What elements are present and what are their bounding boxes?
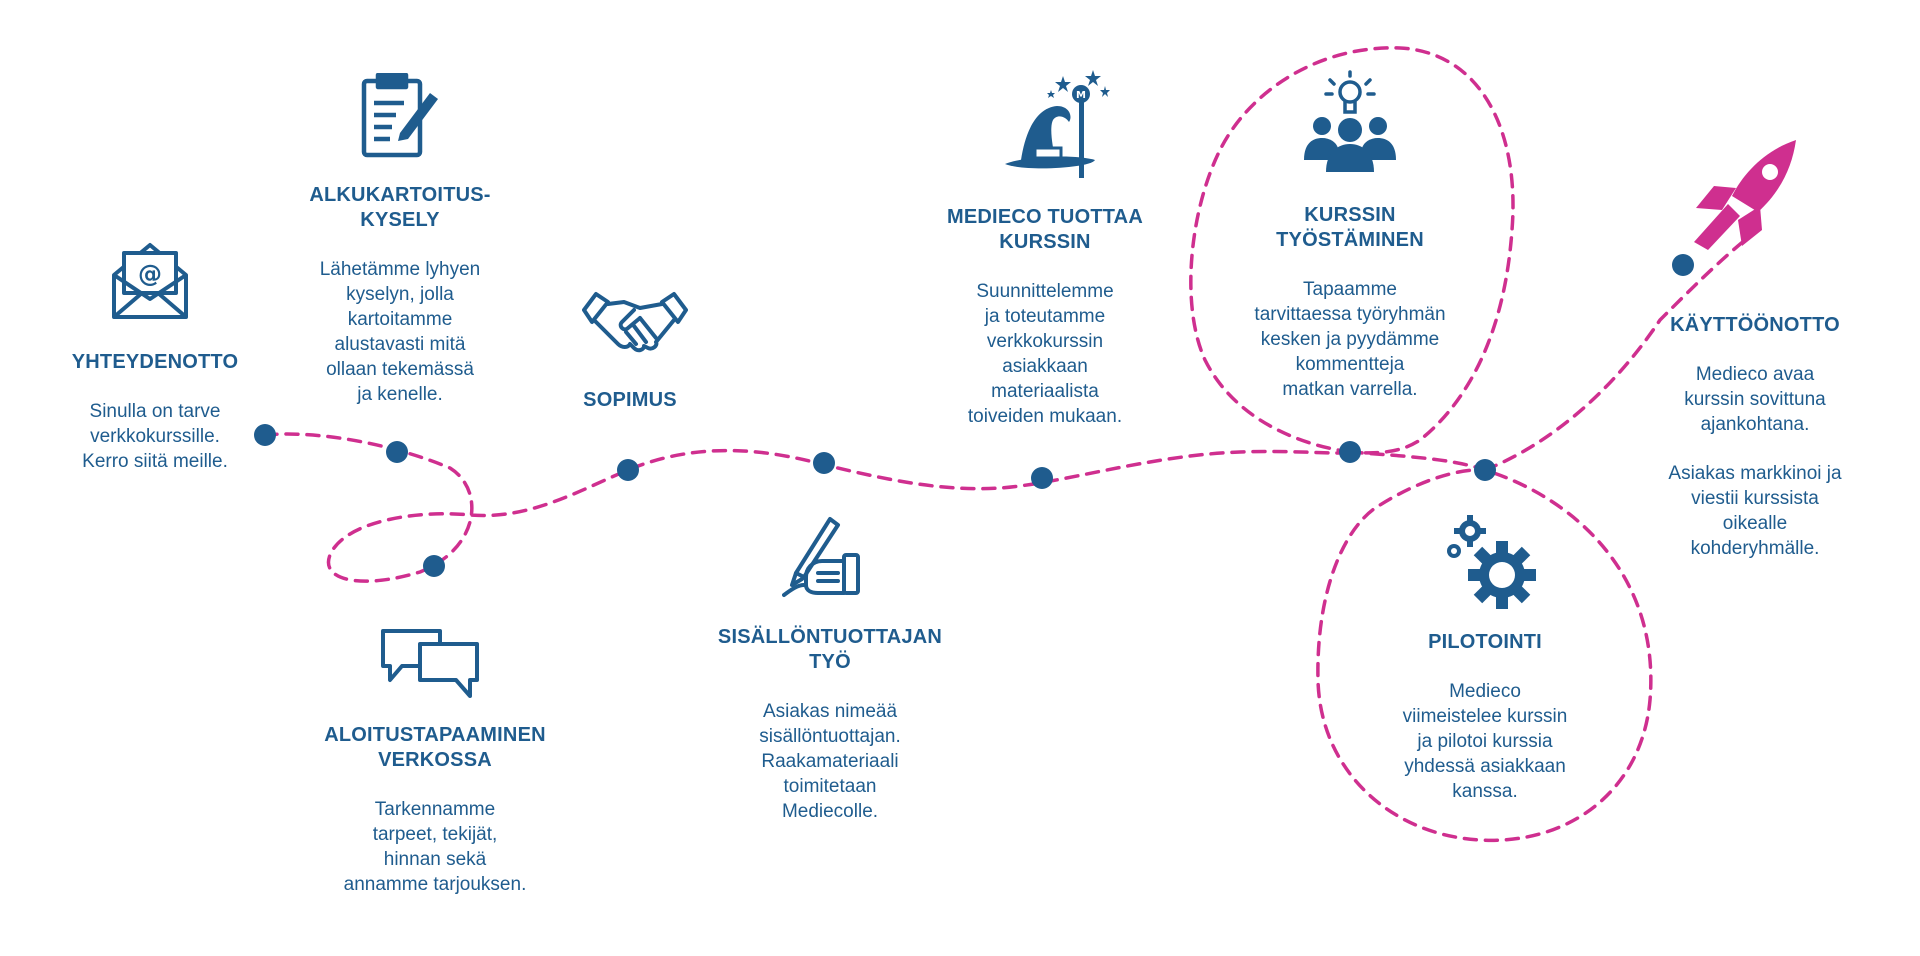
- step-text-line: kesken ja pyydämme: [1260, 329, 1440, 350]
- step-text-line: Medieco avaa: [1695, 364, 1815, 385]
- step-title: KURSSIN: [1304, 204, 1396, 226]
- step-text-line: viimeistelee kurssin: [1402, 706, 1568, 727]
- step-text-line: Sinulla on tarve: [89, 401, 221, 422]
- step-text-line: Suunnittelemme: [976, 281, 1114, 302]
- milestone-dot: [813, 452, 835, 474]
- step-text-line: matkan varrella.: [1282, 379, 1418, 400]
- step-text-line: materiaalista: [991, 381, 1099, 402]
- step-text-line: viestii kurssista: [1691, 488, 1819, 509]
- handshake-icon: [582, 292, 688, 353]
- step-title: TYÖ: [809, 651, 851, 673]
- step-text-line: ja kenelle.: [357, 384, 443, 405]
- milestone-dot: [1672, 254, 1694, 276]
- step-text-line: Tapaamme: [1303, 279, 1397, 300]
- dashed-loop-pilotointi: [1316, 450, 1653, 843]
- step-text-line: tarvittaessa työryhmän: [1254, 304, 1446, 325]
- team-lightbulb-icon: [1304, 70, 1396, 172]
- gears-icon: [1447, 515, 1536, 609]
- step-title: SISÄLLÖNTUOTTAJAN: [717, 626, 943, 648]
- step-title: KURSSIN: [999, 231, 1091, 253]
- svg-text:M: M: [1076, 90, 1086, 101]
- step-title: PILOTOINTI: [1428, 631, 1542, 653]
- step-text-line: annamme tarjouksen.: [343, 874, 527, 895]
- step-text-line: Lähetämme lyhyen: [319, 259, 481, 280]
- milestone-dot: [1474, 459, 1496, 481]
- dashed-to-rocket: [1483, 238, 1747, 472]
- milestone-dot: [1339, 441, 1361, 463]
- step-text-line: verkkokurssille.: [90, 426, 220, 447]
- svg-text:@: @: [138, 260, 162, 288]
- step-text-line: verkkokurssin: [986, 331, 1104, 352]
- step-text-line: toimitetaan: [783, 776, 877, 797]
- step-title: ALKUKARTOITUS-: [309, 184, 491, 206]
- step-text-line: kommentteja: [1295, 354, 1405, 375]
- step-text-line: Kerro siitä meille.: [82, 451, 228, 472]
- step-text-line: kanssa.: [1452, 781, 1518, 802]
- speech-bubbles-icon: [381, 629, 479, 698]
- step-text-line: oikealle: [1722, 513, 1788, 534]
- step-aloitustapaaminen: ALOITUSTAPAAMINEN VERKOSSA Tarkennamme t…: [300, 723, 570, 897]
- dashed-loop-tyostaminen: [1189, 46, 1515, 455]
- step-text-line: Asiakas nimeää: [762, 701, 898, 722]
- step-tyostaminen: KURSSIN TYÖSTÄMINEN Tapaamme tarvittaess…: [1225, 203, 1475, 402]
- step-text-line: Raakamateriaali: [761, 751, 899, 772]
- step-text-line: toiveiden mukaan.: [967, 406, 1123, 427]
- envelope-at-icon: @: [112, 243, 188, 319]
- step-text-line: Asiakas markkinoi ja: [1668, 463, 1842, 484]
- step-text-line: ajankohtana.: [1700, 414, 1810, 435]
- step-text-line: ollaan tekemässä: [326, 359, 474, 380]
- step-text-line: ja pilotoi kurssia: [1417, 731, 1553, 752]
- step-text-line: kohderyhmälle.: [1690, 538, 1820, 559]
- step-text-line: ja toteutamme: [984, 306, 1106, 327]
- hand-writing-icon: [782, 517, 860, 597]
- step-title: SOPIMUS: [583, 389, 677, 411]
- dashed-route: [263, 432, 1352, 583]
- step-yhteydenotto: YHTEYDENOTTO Sinulla on tarve verkkokurs…: [50, 350, 260, 474]
- step-title: TYÖSTÄMINEN: [1276, 229, 1424, 251]
- step-title: VERKOSSA: [378, 749, 492, 771]
- step-kayttoonotto: KÄYTTÖÖNOTTO Medieco avaa kurssin sovitt…: [1640, 313, 1870, 561]
- milestone-dot: [254, 424, 276, 446]
- step-text-line: Mediecolle.: [781, 801, 879, 822]
- step-text-line: kyselyn, jolla: [346, 284, 454, 305]
- milestone-dot: [423, 555, 445, 577]
- step-title: ALOITUSTAPAAMINEN: [324, 724, 546, 746]
- step-sopimus: SOPIMUS: [560, 388, 700, 413]
- step-text-line: tarpeet, tekijät,: [372, 824, 498, 845]
- milestone-dot: [1031, 467, 1053, 489]
- step-text-line: yhdessä asiakkaan: [1404, 756, 1566, 777]
- step-title: KÄYTTÖÖNOTTO: [1670, 314, 1840, 336]
- step-text-line: alustavasti mitä: [334, 334, 466, 355]
- step-alkukartoitus: ALKUKARTOITUS- KYSELY Lähetämme lyhyen k…: [290, 183, 510, 407]
- step-pilotointi: PILOTOINTI Medieco viimeistelee kurssin …: [1365, 630, 1605, 804]
- step-sisallontuottaja: SISÄLLÖNTUOTTAJAN TYÖ Asiakas nimeää sis…: [705, 625, 955, 824]
- clipboard-pencil-icon: [361, 73, 438, 158]
- step-title: KYSELY: [360, 209, 440, 231]
- step-text-line: kurssin sovittuna: [1684, 389, 1826, 410]
- step-text-line: Tarkennamme: [374, 799, 496, 820]
- step-title: MEDIECO TUOTTAA: [947, 206, 1143, 228]
- step-text-line: sisällöntuottajan.: [759, 726, 901, 747]
- step-tuottaa: MEDIECO TUOTTAA KURSSIN Suunnittelemme j…: [935, 205, 1155, 429]
- step-text-line: Medieco: [1449, 681, 1521, 702]
- wizard-hat-icon: M: [1005, 70, 1110, 178]
- milestone-dot: [386, 441, 408, 463]
- step-text-line: hinnan sekä: [383, 849, 487, 870]
- rocket-icon: [1694, 140, 1796, 250]
- step-title: YHTEYDENOTTO: [71, 351, 239, 373]
- milestone-dot: [617, 459, 639, 481]
- step-text-line: kartoitamme: [347, 309, 453, 330]
- step-text-line: asiakkaan: [1002, 356, 1088, 377]
